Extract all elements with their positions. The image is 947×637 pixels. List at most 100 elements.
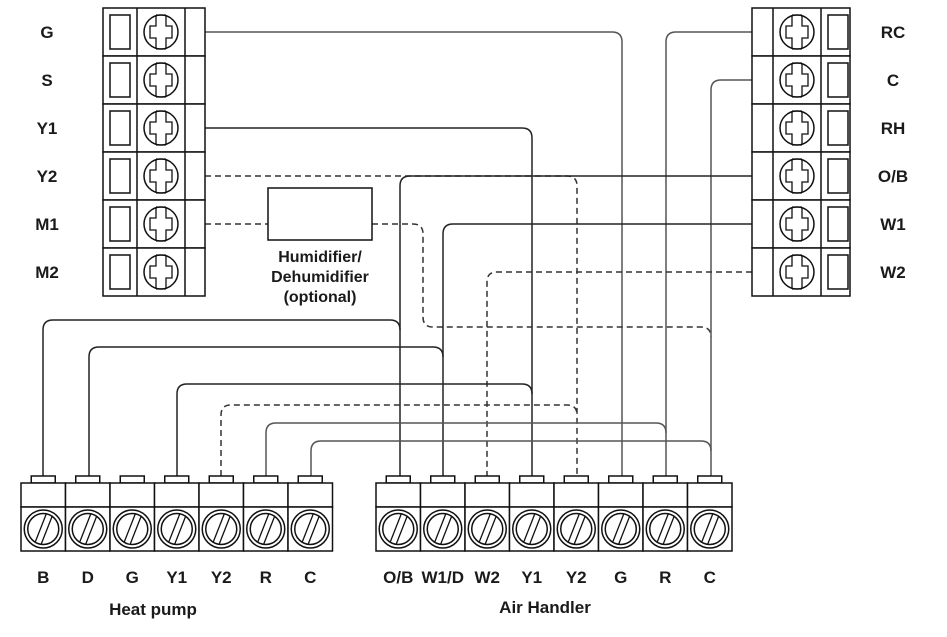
wire-w1-to-air-handler-w1d [442, 223, 752, 476]
wire-heat-pump-b [42, 319, 401, 476]
terminal-tab [430, 475, 456, 484]
terminal-cell [508, 482, 555, 508]
thermostat-terminal-rc: RC [881, 23, 906, 42]
wire-slot [109, 206, 131, 242]
screw-icon [143, 254, 179, 290]
thermostat-terminal-c: C [887, 71, 899, 90]
thermostat-terminal-m2: M2 [35, 263, 59, 282]
terminal-tab [75, 475, 101, 484]
thermostat-terminal-y1: Y1 [37, 119, 58, 138]
air-handler-title: Air Handler [499, 598, 591, 617]
wire-rc-to-air-handler-r [665, 31, 752, 476]
terminal-cell [109, 482, 156, 508]
wire-slot [109, 158, 131, 194]
wire-heat-pump-y2 [220, 404, 578, 476]
terminal-cell [242, 482, 289, 508]
screw-icon [143, 206, 179, 242]
screw-icon [467, 509, 507, 549]
wire-slot [109, 62, 131, 98]
humidifier-label-1: Humidifier/ [278, 249, 362, 266]
air-handler-terminal-r: R [659, 568, 671, 587]
wires [42, 31, 752, 476]
heat-pump-terminal-g: G [126, 568, 139, 587]
thermostat-terminal-m1: M1 [35, 215, 59, 234]
wire-c-to-air-handler-c [710, 79, 752, 476]
wire-heat-pump-r [265, 422, 667, 476]
terminal-cell [287, 482, 334, 508]
screw-icon [157, 509, 197, 549]
terminal-cell [686, 482, 733, 508]
thermostat-terminal-rh: RH [881, 119, 906, 138]
heat-pump-terminal-d: D [82, 568, 94, 587]
terminal-cell [20, 482, 67, 508]
wire-g-to-air-handler-g [205, 31, 623, 476]
air-handler-terminal-w1d: W1/D [422, 568, 465, 587]
screw-icon [246, 509, 286, 549]
screw-icon [779, 206, 815, 242]
air-handler-terminal-ob: O/B [383, 568, 413, 587]
thermostat-terminal-w1: W1 [880, 215, 906, 234]
screw-icon [143, 158, 179, 194]
air-handler-terminal-y1: Y1 [521, 568, 542, 587]
air-handler-terminal-g: G [614, 568, 627, 587]
screw-icon [423, 509, 463, 549]
terminal-tab [519, 475, 545, 484]
terminal-tab [474, 475, 500, 484]
humidifier-label-3: (optional) [284, 289, 357, 306]
heat-pump-title: Heat pump [109, 600, 197, 619]
wire-slot [827, 158, 849, 194]
terminal-cell [419, 482, 466, 508]
wire-heat-pump-c [310, 440, 712, 476]
air-handler-terminal-c: C [704, 568, 716, 587]
terminal-tab [563, 475, 589, 484]
wire-slot [827, 110, 849, 146]
wire-slot [827, 62, 849, 98]
screw-icon [779, 254, 815, 290]
screw-icon [68, 509, 108, 549]
thermostat-terminal-y2: Y2 [37, 167, 58, 186]
terminal-tab [385, 475, 411, 484]
wire-y1-to-air-handler-y1 [205, 127, 533, 476]
terminal-cell [553, 482, 600, 508]
heat-pump-terminal-c: C [304, 568, 316, 587]
terminal-tab [164, 475, 190, 484]
heat-pump-terminal-r: R [260, 568, 272, 587]
wire-y2-to-air-handler-y2 [205, 175, 578, 476]
screw-icon [143, 62, 179, 98]
wire-ob-to-air-handler-ob [399, 175, 752, 476]
screw-icon [23, 509, 63, 549]
thermostat-terminal-s: S [41, 71, 52, 90]
screw-icon [290, 509, 330, 549]
humidifier-label-2: Dehumidifier [271, 269, 369, 286]
screw-icon [779, 14, 815, 50]
terminal-cell [464, 482, 511, 508]
terminal-cell [375, 482, 422, 508]
terminal-cell [642, 482, 689, 508]
screw-icon [378, 509, 418, 549]
wire-w2-to-air-handler-w2 [486, 271, 752, 476]
humidifier-box [267, 187, 373, 241]
screw-icon [645, 509, 685, 549]
terminal-tab [30, 475, 56, 484]
terminal-tab [253, 475, 279, 484]
screw-icon [112, 509, 152, 549]
wire-slot [109, 254, 131, 290]
wire-slot [109, 14, 131, 50]
wire-heat-pump-d [88, 346, 444, 476]
wire-slot [109, 110, 131, 146]
wire-heat-pump-y1 [176, 383, 533, 476]
wire-slot [827, 14, 849, 50]
terminal-cell [597, 482, 644, 508]
thermostat-terminal-g: G [40, 23, 53, 42]
screw-icon [779, 158, 815, 194]
thermostat-terminal-ob: O/B [878, 167, 908, 186]
screw-icon [556, 509, 596, 549]
screw-icon [779, 62, 815, 98]
terminal-tab [652, 475, 678, 484]
terminal-cell [198, 482, 245, 508]
terminal-tab [608, 475, 634, 484]
terminal-cell [153, 482, 200, 508]
terminal-tab [208, 475, 234, 484]
wire-slot [827, 206, 849, 242]
